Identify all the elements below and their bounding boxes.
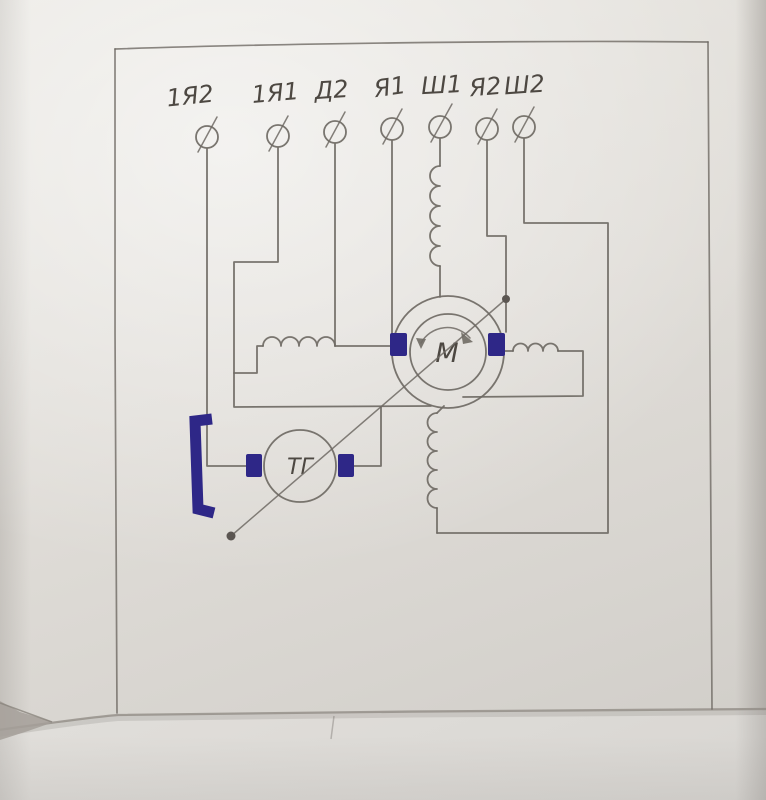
inductor-coil-shunt-field <box>429 165 441 267</box>
wire-tg-right <box>353 406 382 467</box>
wire-right-loop <box>462 350 584 398</box>
motor-brush-left <box>390 333 407 356</box>
coils <box>262 165 559 509</box>
wire-left-coil-lead <box>233 345 264 374</box>
frame-top <box>114 40 709 50</box>
tachogenerator-brush-left <box>246 454 262 477</box>
terminal-icon <box>195 116 219 153</box>
shaft-end-dot-lower <box>226 531 236 541</box>
shaft-line <box>230 298 507 537</box>
inductor-coil-left <box>262 336 336 347</box>
tachogenerator: ТГ <box>246 429 354 503</box>
shaft <box>226 295 510 541</box>
terminal-label: 1Я1 <box>251 77 300 109</box>
torn-corner <box>0 701 54 740</box>
terminal-label: Д2 <box>312 75 349 105</box>
terminal-icon <box>475 108 499 145</box>
motor-brush-right <box>488 333 505 356</box>
wire-1ya2 <box>206 148 247 467</box>
terminal-icon <box>512 106 536 143</box>
terminal-label: Я1 <box>371 71 408 103</box>
inductor-coil-series <box>426 412 438 509</box>
rotation-arrow-head-right <box>461 332 473 344</box>
terminal-label: Ш1 <box>420 70 462 100</box>
tachogenerator-brush-right <box>338 454 354 477</box>
terminal-labels: 1Я2 1Я1 Д2 Я1 Ш1 Я2 Ш2 <box>165 70 546 113</box>
motor-rotor-circle <box>409 313 487 391</box>
rotation-arrow-head-left <box>416 338 426 349</box>
wire-1ya1-box <box>233 147 432 408</box>
shaft-end-dot-upper <box>502 295 510 303</box>
frame-right <box>707 41 713 710</box>
terminal-icon <box>428 103 453 143</box>
wire-sh2-loop <box>436 138 609 534</box>
frame-left <box>113 48 118 714</box>
wires <box>206 138 609 534</box>
torn-corner-line <box>0 702 53 723</box>
terminal-label: Я2 <box>467 72 502 103</box>
bracket-mark <box>189 413 216 519</box>
paper-edge-shadow <box>0 709 766 737</box>
paper-edge-line <box>0 707 766 731</box>
terminal-icon <box>380 108 404 145</box>
inductor-coil-right <box>512 342 559 352</box>
tachogenerator-circle <box>263 429 337 503</box>
terminal-icon <box>266 115 290 152</box>
terminal-icon <box>323 111 347 148</box>
terminal-symbols <box>195 103 536 153</box>
terminal-label: 1Я2 <box>165 80 215 113</box>
wire-ya2 <box>486 140 507 333</box>
terminal-label: Ш2 <box>503 70 546 101</box>
motor: М <box>390 295 505 409</box>
paper-bottom-strip <box>0 709 766 800</box>
bottom-crease <box>330 715 335 740</box>
